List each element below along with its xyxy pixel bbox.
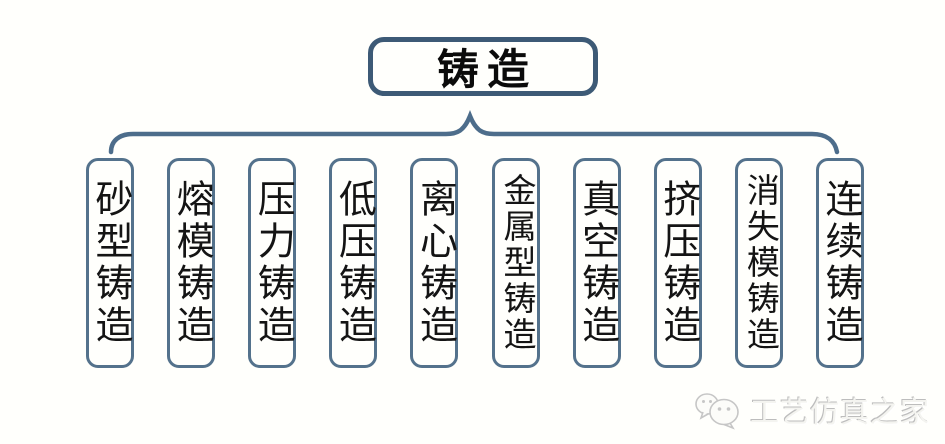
node-sand-casting: 砂型铸造 (86, 158, 134, 368)
watermark: 工艺仿真之家 (693, 389, 930, 431)
node-squeeze-casting: 挤压铸造 (653, 158, 702, 368)
node-continuous-casting: 连续铸造 (815, 158, 864, 368)
wechat-bubbles-icon (695, 393, 739, 430)
node-die-casting: 压力铸造 (248, 158, 297, 368)
root-node-box: 铸造 (368, 37, 598, 96)
node-centrifugal-casting: 离心铸造 (410, 158, 459, 368)
node-investment-casting: 熔模铸造 (167, 158, 216, 368)
node-lost-foam-casting: 消失模铸造 (734, 158, 783, 368)
node-vacuum-casting: 真空铸造 (572, 158, 621, 368)
root-node-label: 铸造 (436, 46, 537, 93)
node-low-pressure-casting: 低压铸造 (329, 158, 378, 368)
watermark-text: 工艺仿真之家 (749, 397, 930, 429)
casting-methods-row: 砂型铸造 熔模铸造 压力铸造 低压铸造 离心铸造 金属型铸造 真空铸造 挤压铸造… (86, 158, 864, 368)
node-metal-mold-casting: 金属型铸造 (491, 158, 540, 368)
